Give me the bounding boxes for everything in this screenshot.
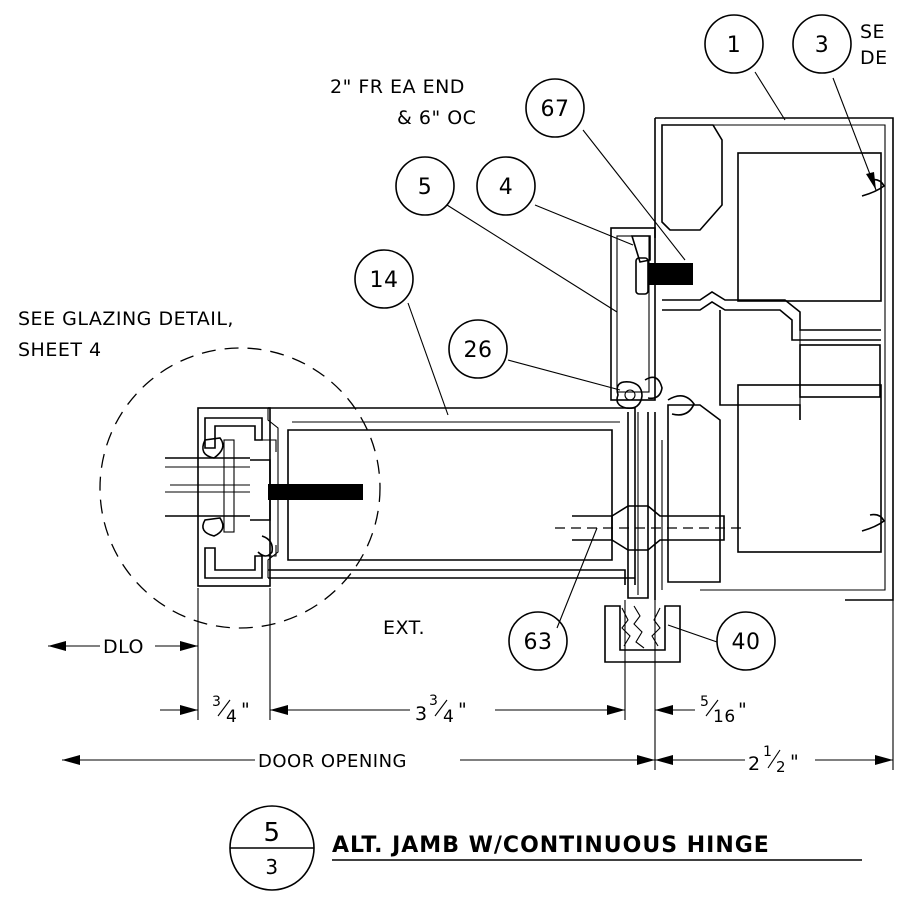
fastener-note-line1: 2" FR EA END: [330, 76, 465, 98]
svg-text:63: 63: [524, 630, 553, 655]
svg-text:1: 1: [727, 33, 742, 58]
svg-text:14: 14: [370, 268, 399, 293]
door-stile: [267, 407, 745, 663]
dimension-five-sixteenth: 5 16 ": [655, 694, 747, 727]
leaders: [407, 71, 877, 643]
frame-profile: [654, 117, 894, 601]
detail-title: ALT. JAMB W/CONTINUOUS HINGE: [332, 833, 862, 861]
extension-lines: [197, 588, 894, 770]
svg-text:67: 67: [541, 97, 570, 122]
svg-text:": ": [790, 751, 799, 773]
svg-text:ALT. JAMB W/CONTINUOUS HINGE: ALT. JAMB W/CONTINUOUS HINGE: [332, 833, 770, 858]
svg-text:": ": [738, 699, 747, 721]
fastener-note-line2: & 6" OC: [397, 107, 476, 129]
dimension-three-three-quarter: 3 3 4 ": [270, 693, 625, 727]
callout-5: 5: [395, 156, 455, 216]
hinge-leaf: [610, 227, 693, 410]
screw-67: [648, 263, 693, 285]
callout-26: 26: [448, 319, 508, 379]
detail-tag: 5 3: [229, 805, 315, 891]
callout-63: 63: [508, 611, 568, 671]
svg-text:40: 40: [732, 630, 761, 655]
callout-3: 3: [792, 14, 852, 74]
svg-text:DLO: DLO: [103, 636, 144, 658]
callout-4: 4: [476, 156, 536, 216]
callout-67: 67: [525, 78, 585, 138]
svg-text:2: 2: [776, 758, 786, 776]
svg-text:3: 3: [265, 855, 278, 879]
svg-text:": ": [458, 699, 467, 721]
callout-14: 14: [354, 249, 414, 309]
glazing-note-line1: SEE GLAZING DETAIL,: [18, 308, 234, 330]
svg-text:4: 4: [443, 707, 454, 727]
svg-text:4: 4: [499, 175, 514, 200]
svg-text:16: 16: [713, 707, 736, 727]
svg-text:26: 26: [464, 338, 493, 363]
dimension-dlo: DLO: [48, 636, 198, 658]
callout-40: 40: [716, 611, 776, 671]
svg-text:": ": [241, 699, 250, 721]
dimension-three-quarter: 3 4 ": [160, 694, 300, 727]
svg-text:5: 5: [700, 694, 709, 710]
see-detail-note-line2: DE: [860, 47, 888, 69]
svg-text:5: 5: [418, 175, 433, 200]
svg-text:2: 2: [748, 753, 761, 775]
svg-text:4: 4: [226, 707, 237, 727]
dimension-two-half: 2 1 2 ": [655, 744, 893, 776]
svg-text:1: 1: [763, 744, 772, 760]
svg-text:3: 3: [415, 703, 428, 725]
glazing-detail-circle: [99, 347, 381, 629]
callout-1: 1: [704, 14, 764, 74]
glazing-screw: [268, 484, 363, 500]
gasket-26: [616, 380, 643, 410]
svg-text:3: 3: [429, 693, 438, 709]
svg-text:3: 3: [212, 694, 221, 710]
svg-text:DOOR OPENING: DOOR OPENING: [258, 751, 407, 772]
glazing-pocket: [99, 347, 381, 629]
svg-text:5: 5: [263, 818, 280, 848]
exterior-label: EXT.: [383, 617, 425, 639]
dimension-door-opening: DOOR OPENING: [62, 751, 655, 772]
glazing-note-line2: SHEET 4: [18, 339, 102, 361]
see-detail-note-line1: SE: [860, 21, 885, 43]
svg-text:3: 3: [815, 33, 830, 58]
